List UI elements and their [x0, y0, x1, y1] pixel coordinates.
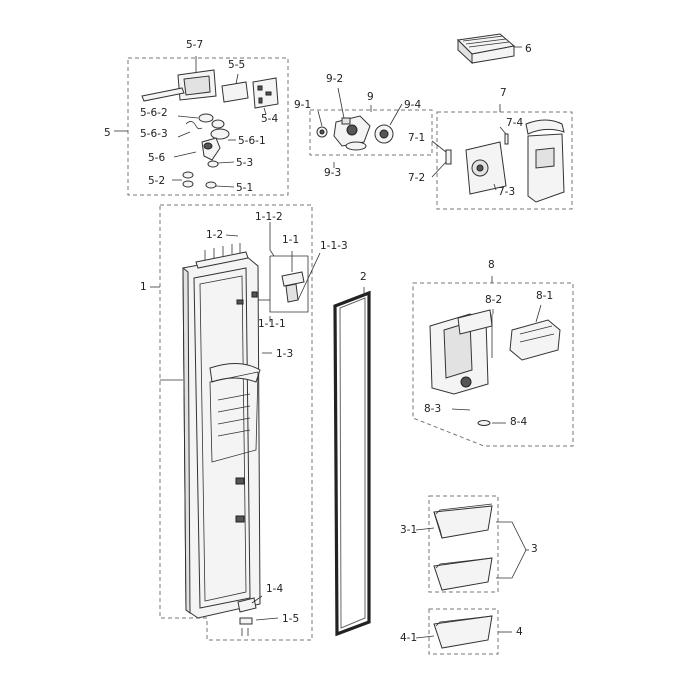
part-7-ice-bin: [431, 104, 565, 203]
callout-l-1-4: 1-4: [266, 583, 283, 595]
callout-l-7-3: 7-3: [498, 186, 515, 198]
callout-l-5-6-1: 5-6-1: [238, 135, 266, 147]
callout-l-3-1: 3-1: [400, 524, 417, 536]
callout-l-5-3: 5-3: [236, 157, 253, 169]
callout-l-4: 4: [516, 626, 523, 638]
callout-l-8-3: 8-3: [424, 403, 441, 415]
part-1-4-1-5-hinge-bottom: [237, 595, 279, 636]
part-8-ice-maker: [429, 276, 561, 426]
callout-l-1-1-1: 1-1-1: [258, 318, 286, 330]
group-box-3: [428, 495, 499, 593]
callout-l-1-1-2: 1-1-2: [255, 211, 283, 223]
callout-l-1-2: 1-2: [206, 229, 223, 241]
callout-l-6: 6: [525, 43, 532, 55]
callout-l-1-1-3: 1-1-3: [320, 240, 348, 252]
callout-l-5-2: 5-2: [148, 175, 165, 187]
part-5-3-5-2-5-1-washers: [172, 160, 235, 189]
callout-l-9: 9: [367, 91, 374, 103]
part-5-7-panel: [141, 56, 217, 102]
callout-l-4-1: 4-1: [400, 632, 417, 644]
part-1-1-hinge: [258, 222, 321, 354]
callout-l-5-6-3: 5-6-3: [140, 128, 168, 140]
callout-l-8-2: 8-2: [485, 294, 502, 306]
callout-labels: 5-7 5-5 5-4 5-6-2 5 5-6-3 5-6-1 5-6 5-3 5-2 5-1 6 9-…: [104, 39, 553, 644]
callout-l-5-7: 5-7: [186, 39, 203, 51]
callout-l-8-4: 8-4: [510, 416, 527, 428]
callout-l-7-2: 7-2: [408, 172, 425, 184]
leader-3-bracket: [496, 521, 529, 579]
callout-l-1-3: 1-3: [276, 348, 293, 360]
callout-l-2: 2: [360, 271, 367, 283]
callout-l-5: 5: [104, 127, 111, 139]
callout-l-5-6: 5-6: [148, 152, 165, 164]
callout-l-9-3: 9-3: [324, 167, 341, 179]
callout-l-3: 3: [531, 543, 538, 555]
group-box-5: [127, 57, 289, 196]
callout-l-9-1: 9-1: [294, 99, 311, 111]
part-5-5-sheet: [221, 73, 249, 103]
group-box-4: [428, 608, 499, 655]
callout-l-8: 8: [488, 259, 495, 271]
part-9-motor: [316, 87, 403, 168]
callout-l-5-1: 5-1: [236, 182, 253, 194]
part-4-1-door-bin: [415, 615, 512, 649]
leader-1-2: [225, 234, 239, 237]
callout-l-5-6-2: 5-6-2: [140, 107, 168, 119]
part-2-gasket: [333, 287, 371, 637]
callout-l-5-5: 5-5: [228, 59, 245, 71]
callout-l-8-1: 8-1: [536, 290, 553, 302]
callout-l-9-4: 9-4: [404, 99, 421, 111]
callout-l-1-5: 1-5: [282, 613, 299, 625]
group-box-7: [436, 111, 573, 210]
part-6-cover: [456, 33, 516, 65]
group-box-8: [412, 282, 574, 447]
part-1-door: [182, 243, 261, 619]
group-box-9: [309, 109, 433, 156]
part-5-6-assembly: [173, 113, 236, 161]
part-3-door-bin-lower: [433, 557, 493, 591]
callout-l-7-4: 7-4: [506, 117, 523, 129]
callout-l-7: 7: [500, 87, 507, 99]
callout-l-5-4: 5-4: [261, 113, 278, 125]
callout-l-9-2: 9-2: [326, 73, 343, 85]
callout-l-1-1: 1-1: [282, 234, 299, 246]
part-3-1-door-bin: [415, 503, 493, 539]
callout-l-1: 1: [140, 281, 147, 293]
part-5-4-board: [252, 77, 279, 115]
callout-l-7-1: 7-1: [408, 132, 425, 144]
